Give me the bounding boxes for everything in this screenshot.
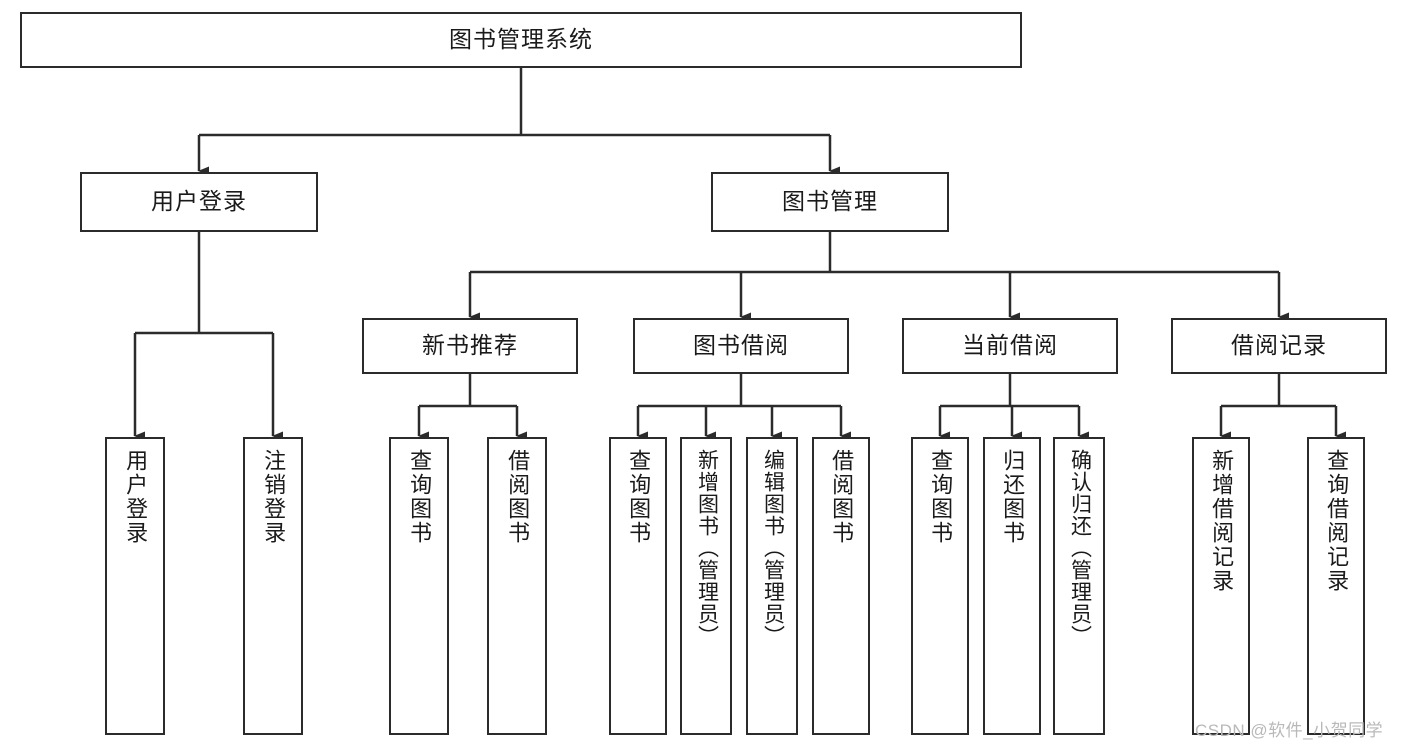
node-label: 查询图书 [928, 449, 954, 545]
node-label: 借阅图书 [505, 449, 531, 545]
level1-node-user-login: 用户登录 [80, 172, 318, 232]
leaf-node-leaf-add-book: 新增图书（管理员） [680, 437, 732, 735]
node-label: 查询借阅记录 [1324, 449, 1350, 593]
node-label: 当前借阅 [962, 332, 1058, 359]
leaf-node-leaf-return-book: 归还图书 [983, 437, 1041, 735]
leaf-node-leaf-query-book-recommend: 查询图书 [389, 437, 449, 735]
node-label: 查询图书 [407, 449, 433, 545]
level2-node-new-book-recommend: 新书推荐 [362, 318, 578, 374]
leaf-node-leaf-borrow-book: 借阅图书 [812, 437, 870, 735]
level2-node-current-borrow: 当前借阅 [902, 318, 1118, 374]
leaf-node-leaf-confirm-return: 确认归还（管理员） [1053, 437, 1105, 735]
level2-node-borrow-record: 借阅记录 [1171, 318, 1387, 374]
node-label: 注销登录 [261, 449, 287, 545]
node-label: 查询图书 [626, 449, 652, 545]
leaf-node-leaf-query-book-current: 查询图书 [911, 437, 969, 735]
leaf-node-leaf-add-borrow-record: 新增借阅记录 [1192, 437, 1250, 735]
node-label: 图书管理系统 [449, 26, 593, 53]
root-node-root: 图书管理系统 [20, 12, 1022, 68]
level2-node-book-borrow: 图书借阅 [633, 318, 849, 374]
node-label: 借阅图书 [829, 449, 855, 545]
node-label: 新增借阅记录 [1209, 449, 1235, 593]
node-label: 用户登录 [151, 188, 247, 215]
node-label: 归还图书 [1000, 449, 1026, 545]
edges-group [133, 68, 1346, 441]
node-label: 新增图书（管理员） [695, 449, 719, 647]
csdn-watermark: CSDN @软件_小贺同学 [1195, 721, 1384, 740]
node-label: 编辑图书（管理员） [761, 449, 785, 647]
leaf-node-leaf-borrow-book-recommend: 借阅图书 [487, 437, 547, 735]
node-label: 借阅记录 [1231, 332, 1327, 359]
leaf-node-leaf-logout: 注销登录 [243, 437, 303, 735]
node-label: 用户登录 [123, 449, 149, 545]
leaf-node-leaf-query-borrow-record: 查询借阅记录 [1307, 437, 1365, 735]
node-label: 新书推荐 [422, 332, 518, 359]
leaf-node-leaf-edit-book: 编辑图书（管理员） [746, 437, 798, 735]
leaf-node-leaf-query-book-borrow: 查询图书 [609, 437, 667, 735]
node-label: 图书借阅 [693, 332, 789, 359]
level1-node-book-manage: 图书管理 [711, 172, 949, 232]
node-label: 图书管理 [782, 188, 878, 215]
leaf-node-leaf-user-login: 用户登录 [105, 437, 165, 735]
node-label: 确认归还（管理员） [1068, 449, 1092, 647]
